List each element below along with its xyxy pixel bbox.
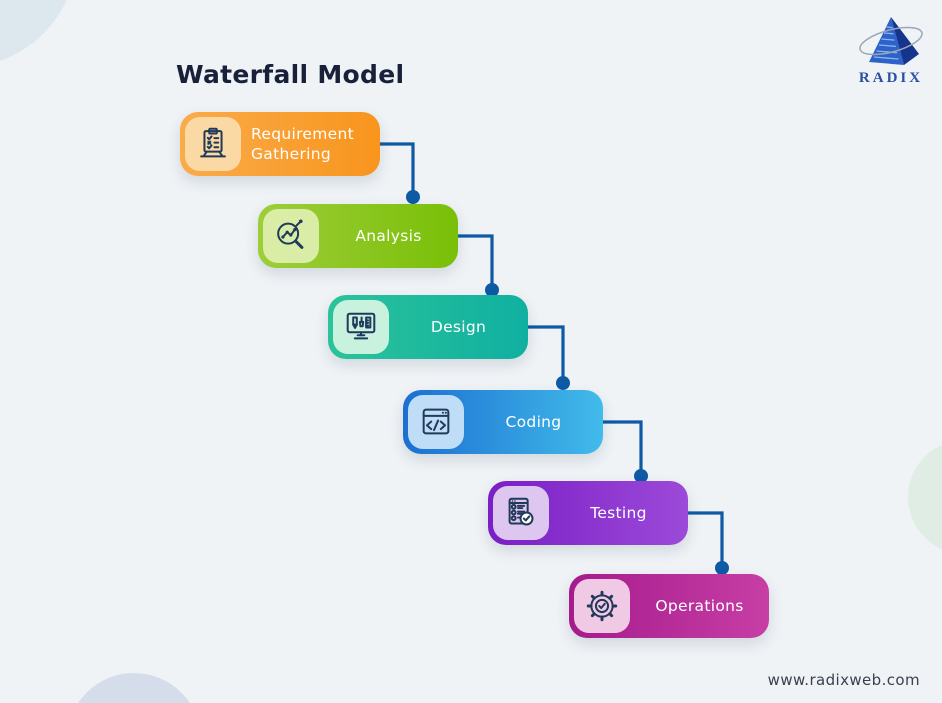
stage-design: Design (328, 295, 528, 359)
decorative-circle-right (908, 440, 942, 554)
connector-5 (688, 511, 724, 563)
testing-icon (493, 486, 549, 540)
connector-3 (528, 325, 565, 378)
radix-pyramid-icon (859, 17, 923, 65)
stage-label: Requirement Gathering (251, 124, 354, 163)
operations-icon (574, 579, 630, 633)
stage-label: Coding (505, 412, 562, 431)
connector-2 (458, 234, 494, 285)
requirement-gathering-icon (185, 117, 241, 171)
connector-dot-1 (406, 190, 420, 204)
stage-label: Testing (590, 503, 647, 522)
footer-url: www.radixweb.com (767, 671, 920, 689)
connector-1 (380, 142, 415, 192)
stage-label: Design (430, 317, 487, 336)
stage-analysis: Analysis (258, 204, 458, 268)
decorative-circle-bottom-left (67, 673, 201, 703)
design-icon (333, 300, 389, 354)
connector-dot-3 (556, 376, 570, 390)
radix-logo: RADIX (851, 14, 931, 87)
stage-coding: Coding (403, 390, 603, 454)
coding-icon (408, 395, 464, 449)
decorative-circle-top-left (0, 0, 78, 68)
connector-dot-5 (715, 561, 729, 575)
analysis-icon (263, 209, 319, 263)
radix-logo-text: RADIX (858, 70, 924, 86)
page-title: Waterfall Model (176, 60, 405, 89)
connector-4 (603, 420, 643, 471)
stage-requirement-gathering: Requirement Gathering (180, 112, 380, 176)
stage-operations: Operations (569, 574, 769, 638)
stage-label: Operations (655, 596, 744, 615)
stage-label: Analysis (355, 226, 422, 245)
stage-testing: Testing (488, 481, 688, 545)
